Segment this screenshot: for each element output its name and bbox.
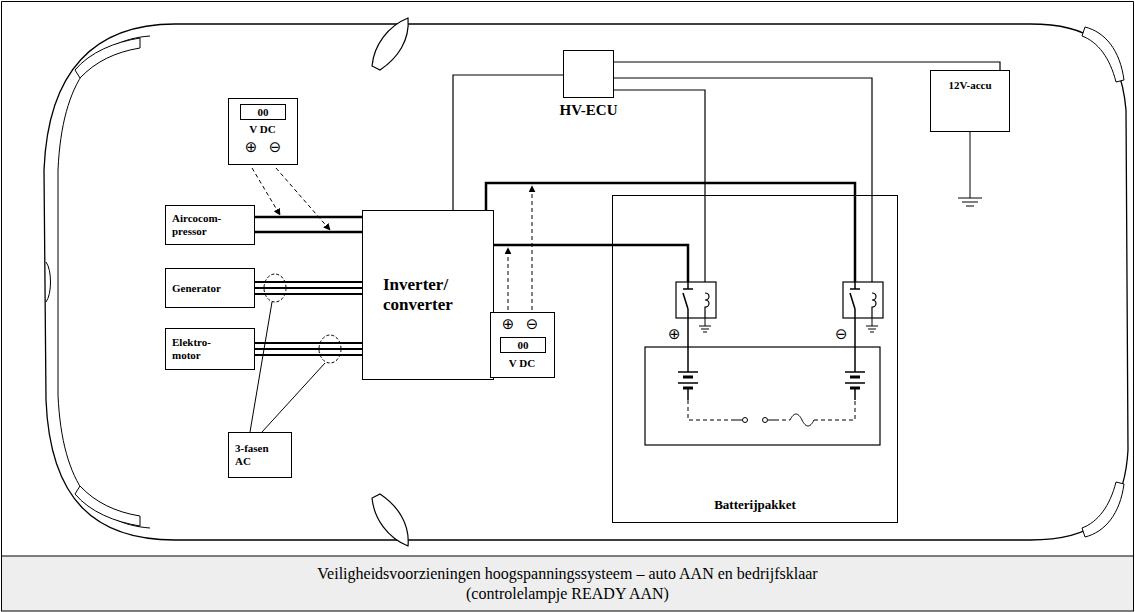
node-label: ⊕ (243, 139, 259, 156)
battery-module (645, 347, 880, 445)
bumper-contour (58, 36, 150, 528)
accu-box: 12V-accu (930, 70, 1010, 132)
ground-symbol (866, 318, 878, 332)
side-mirror (372, 18, 408, 70)
frame-line (1133, 2, 1134, 612)
generator-box: Generator (165, 268, 255, 308)
tail-light (1082, 482, 1124, 537)
relay-housing (843, 282, 883, 318)
motor-box: Elektro- motor (165, 328, 255, 370)
node-label: 00 (240, 104, 286, 120)
callout-box: 3-fasen AC (228, 432, 292, 478)
relay-contact (687, 282, 689, 289)
control-wire (614, 78, 872, 293)
headlight (75, 38, 140, 78)
relay-contact (683, 288, 693, 290)
battery-cell (845, 372, 865, 400)
node-label: V DC (491, 357, 553, 370)
relay-contact (850, 288, 860, 290)
node-label: 3-fasen AC (235, 442, 279, 468)
service-plug (763, 418, 768, 423)
signal-wire (453, 75, 563, 210)
battery-cell (850, 377, 860, 388)
node-label: Aircocom- pressor (172, 212, 234, 238)
node-label: 00 (500, 337, 546, 353)
frame-line (2, 1, 1134, 2)
compressor-box: Aircocom- pressor (165, 205, 255, 245)
tail-light (1082, 27, 1124, 82)
relay-contact (854, 309, 856, 318)
probe-lead (252, 168, 280, 215)
node-label: ⊕ (500, 316, 516, 333)
inverter-box: Inverter/ converter (362, 210, 494, 380)
relay-contact (687, 309, 689, 318)
ground-symbol (958, 132, 982, 206)
voltmeter: 00 V DC ⊕ ⊖ (228, 98, 298, 165)
battery-cell (683, 377, 693, 388)
relay-coil (705, 293, 709, 318)
node-label: V DC (229, 123, 296, 136)
leader-line (262, 363, 325, 432)
node-label: Elektro- motor (172, 336, 234, 362)
terminal-sign: ⊕ (668, 326, 681, 343)
node-label: ⊖ (267, 139, 283, 156)
phase-cable (255, 282, 362, 294)
relay-housing (676, 282, 716, 318)
relay-contact (850, 293, 855, 309)
node-label: Generator (172, 282, 221, 295)
ground-symbol (699, 318, 711, 332)
fuse-symbol (790, 414, 814, 426)
node-label: ⊖ (524, 316, 540, 333)
relay-contact (854, 282, 856, 289)
voltmeter: ⊕ ⊖ 00 V DC (490, 312, 555, 378)
battery-wire (687, 318, 689, 372)
control-wire (614, 90, 705, 293)
hv-wire (854, 195, 857, 282)
cell-chain (688, 400, 855, 420)
frame-line (1, 2, 2, 612)
relay-contact (683, 293, 688, 309)
terminal-sign: ⊖ (835, 326, 848, 343)
node-label: HV-ECU (559, 102, 617, 119)
caption-area: Veiligheidsvoorzieningen hoogspanningssy… (0, 557, 1135, 610)
node-label: 12V-accu (948, 79, 991, 92)
car-body (44, 24, 1128, 540)
battery-pack: Batterijpakket (612, 195, 898, 523)
hv-wire (612, 245, 688, 282)
node-label: Inverter/ converter (383, 275, 473, 315)
grille-notch (46, 262, 51, 302)
hv-cable (486, 183, 855, 245)
battery-wire (854, 318, 856, 372)
signal-wire (614, 62, 1000, 70)
node-label: Batterijpakket (613, 497, 897, 512)
phase-cable (255, 343, 362, 355)
probe-lead (276, 168, 330, 230)
hv-cable (255, 217, 362, 232)
battery-cell (678, 372, 698, 400)
side-mirror (372, 494, 408, 546)
service-plug (743, 418, 748, 423)
headlight (75, 486, 140, 526)
probe-lead (508, 248, 509, 310)
caption-band (2, 556, 1134, 611)
probe-lead (532, 186, 533, 310)
caption: Veiligheidsvoorzieningen hoogspanningssy… (298, 564, 838, 604)
relay-coil (872, 293, 876, 318)
service-plug (735, 420, 775, 421)
ecu-box: HV-ECU (563, 50, 614, 98)
